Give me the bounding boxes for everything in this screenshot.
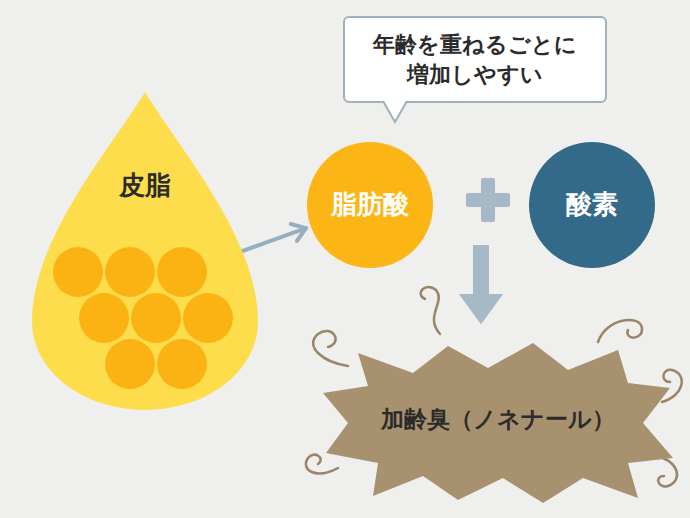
node-text: 年齢を重ねるごとに 増加しやすい bbox=[365, 30, 585, 89]
sebum-droplet: 皮脂 bbox=[30, 90, 260, 412]
flow-arrow bbox=[459, 245, 503, 324]
fat-globule bbox=[105, 247, 155, 297]
fat-globule bbox=[131, 293, 181, 343]
tail-outline bbox=[383, 101, 407, 122]
bubble-tail bbox=[381, 100, 411, 130]
connector bbox=[459, 245, 503, 324]
fat-globule bbox=[157, 339, 207, 389]
odor-burst: 加齢臭（ノネナール） bbox=[318, 338, 678, 503]
connector bbox=[459, 245, 503, 324]
node-text: 皮脂 bbox=[30, 168, 260, 203]
fat-globule bbox=[183, 293, 233, 343]
tail-fill bbox=[383, 99, 407, 122]
fatty-acid-circle: 脂肪酸 bbox=[307, 142, 433, 268]
node-text: 酸素 bbox=[566, 187, 618, 222]
arrow-head bbox=[291, 224, 306, 241]
speech-bubble: 年齢を重ねるごとに 増加しやすい bbox=[343, 16, 607, 103]
node-text: 脂肪酸 bbox=[331, 187, 409, 222]
oxygen-circle: 酸素 bbox=[529, 142, 655, 268]
fat-globule bbox=[79, 293, 129, 343]
droplet-shape bbox=[30, 90, 260, 412]
fat-globule bbox=[105, 339, 155, 389]
droplet-outline bbox=[32, 92, 258, 410]
fat-globule bbox=[157, 247, 207, 297]
plus-sign bbox=[466, 178, 510, 222]
node-text: 加齢臭（ノネナール） bbox=[318, 404, 678, 435]
flow-arrow bbox=[459, 245, 503, 324]
fat-globule bbox=[53, 247, 103, 297]
